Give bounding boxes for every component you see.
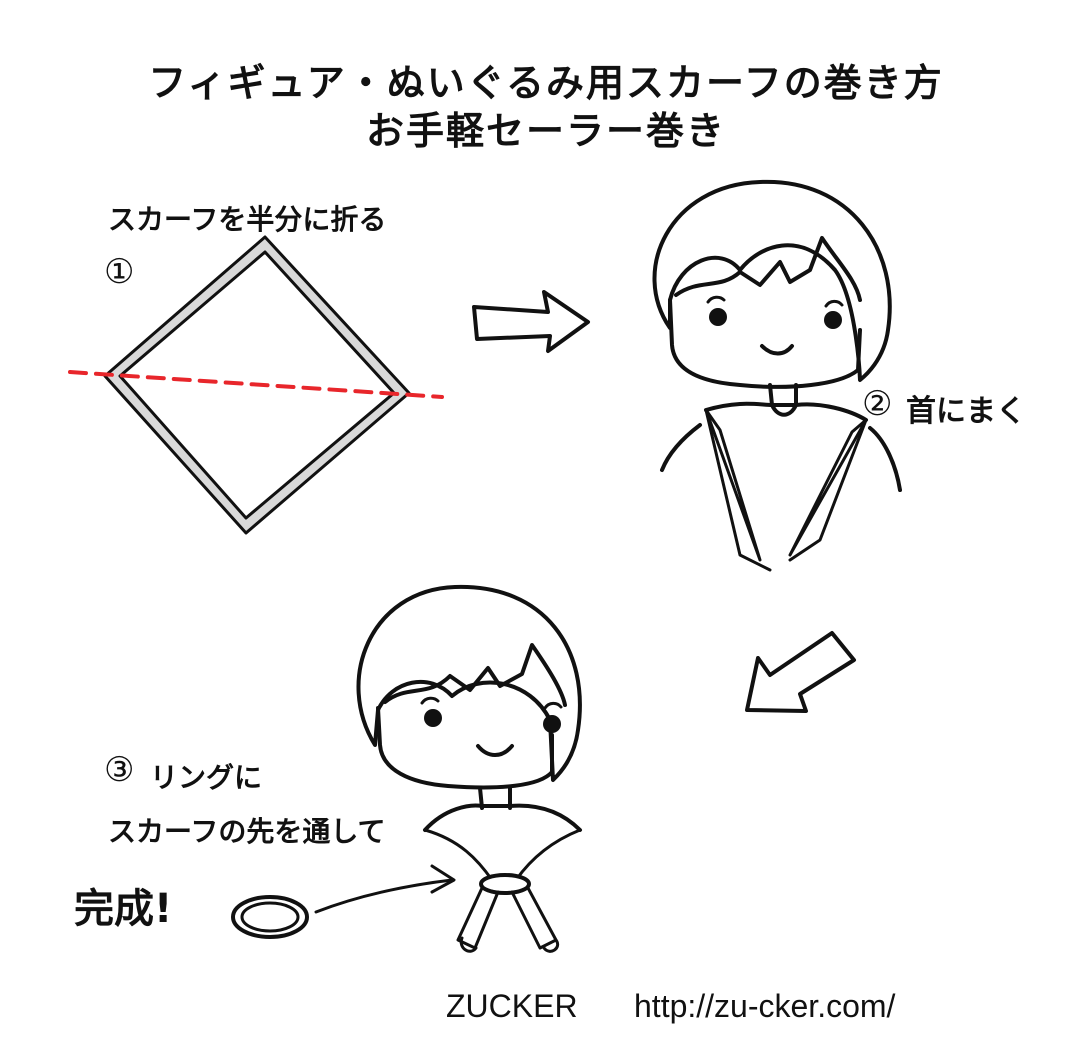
pointer-arrow-icon — [314, 878, 454, 914]
step-3-caption-line-2: スカーフの先を通して — [108, 815, 386, 848]
character-neck-wrap — [652, 179, 902, 572]
step-2-number: ② — [862, 384, 893, 424]
ring-icon — [231, 895, 309, 939]
finish-label: 完成! — [74, 886, 173, 932]
step-1-caption: スカーフを半分に折る — [108, 203, 387, 236]
step-2-caption: 首にまく — [906, 394, 1026, 429]
step-1-number: ① — [104, 252, 135, 292]
fold-line — [68, 370, 444, 399]
step-3-number: ③ — [104, 750, 135, 790]
step-3-caption-line-1: リングに — [150, 761, 263, 794]
footer-brand: ZUCKER — [446, 988, 578, 1024]
arrow-down-left-icon — [745, 631, 856, 713]
character-finished — [356, 584, 582, 953]
title-line-2: お手軽セーラー巻き — [365, 109, 726, 153]
title-line-1: フィギュア・ぬいぐるみ用スカーフの巻き方 — [148, 61, 944, 105]
footer-url: http://zu-cker.com/ — [634, 988, 896, 1024]
arrow-right-icon — [472, 290, 590, 353]
